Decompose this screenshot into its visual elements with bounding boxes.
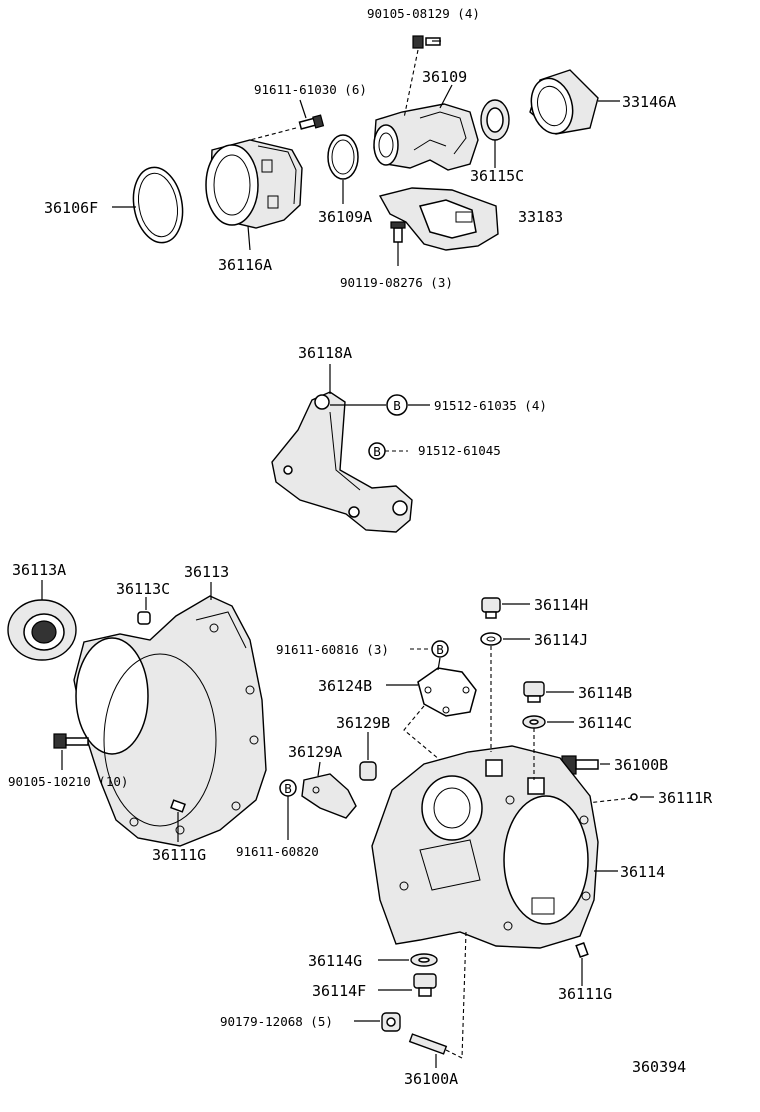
transfer-case-36114 (371, 745, 599, 949)
bolt-90105-08129 (412, 35, 441, 49)
stud-36100A (408, 1033, 448, 1055)
label-90105-08129: 90105-08129 (4) (367, 6, 480, 21)
label-36113: 36113 (184, 563, 229, 581)
transfer-case-36113 (73, 595, 267, 847)
label-36114J: 36114J (534, 631, 588, 649)
label-36109: 36109 (422, 68, 467, 86)
label-36100A: 36100A (404, 1070, 458, 1088)
svg-text:B: B (436, 642, 444, 657)
label-36111R: 36111R (658, 789, 713, 807)
bolt-90119-08276 (390, 221, 406, 243)
b-marker-4: B (279, 779, 297, 797)
mount-bracket-33183 (378, 187, 499, 251)
svg-text:B: B (284, 781, 292, 796)
dust-cover-33146A (529, 69, 599, 135)
label-91512-61045: 91512-61045 (418, 443, 501, 458)
label-36114: 36114 (620, 863, 665, 881)
washer-36114J (480, 632, 502, 646)
svg-text:B: B (393, 398, 401, 413)
plug-36129B (359, 761, 377, 781)
adapter-housing-36116A (205, 139, 303, 229)
label-36116A: 36116A (218, 256, 272, 274)
label-91611-61030: 91611-61030 (6) (254, 82, 367, 97)
label-36114H: 36114H (534, 596, 588, 614)
label-36114G: 36114G (308, 952, 362, 970)
bolt-91611-61030 (298, 114, 325, 130)
plug-36113C (137, 611, 151, 625)
diagram-id: 360394 (632, 1058, 686, 1076)
label-36115C: 36115C (470, 167, 524, 185)
plug-36114F (413, 973, 437, 997)
label-33183: 33183 (518, 208, 563, 226)
plug-36114H (481, 597, 501, 619)
gasket-ring-36106F (132, 166, 184, 244)
label-36100B: 36100B (614, 756, 668, 774)
bolt-90105-10210 (53, 733, 89, 749)
label-90119-08276: 90119-08276 (3) (340, 275, 453, 290)
label-36113A: 36113A (12, 561, 66, 579)
label-36113C: 36113C (116, 580, 170, 598)
b-marker-3: B (431, 640, 449, 658)
label-36129B: 36129B (336, 714, 390, 732)
nut-90179-12068 (381, 1012, 401, 1032)
b-marker-2: B (368, 442, 386, 460)
label-36114C: 36114C (578, 714, 632, 732)
label-36124B: 36124B (318, 677, 372, 695)
label-36114F: 36114F (312, 982, 366, 1000)
label-36118A: 36118A (298, 344, 352, 362)
label-36111G-right: 36111G (558, 985, 612, 1003)
pin-36111G-left (170, 799, 186, 813)
cover-36124B (417, 667, 477, 717)
label-36109A: 36109A (318, 208, 372, 226)
label-36129A: 36129A (288, 743, 342, 761)
label-90179-12068: 90179-12068 (5) (220, 1014, 333, 1029)
washer-36114C (522, 715, 546, 729)
label-91512-61035: 91512-61035 (4) (434, 398, 547, 413)
label-36114B: 36114B (578, 684, 632, 702)
ball-36111R (630, 793, 638, 801)
label-90105-10210: 90105-10210 (10) (8, 774, 128, 789)
label-91611-60816: 91611-60816 (3) (276, 642, 389, 657)
bearing-36113A (7, 599, 77, 661)
plug-36114B (523, 681, 545, 703)
washer-36114G (410, 953, 438, 967)
label-36106F: 36106F (44, 199, 98, 217)
bracket-36118A (271, 391, 413, 533)
clip-36129A (301, 773, 357, 819)
label-36111G-left: 36111G (152, 846, 206, 864)
label-91611-60820: 91611-60820 (236, 844, 319, 859)
extension-housing-36109 (373, 103, 479, 171)
oil-seal-36115C (480, 99, 510, 141)
b-marker-1: B (386, 394, 408, 416)
label-33146A: 33146A (622, 93, 676, 111)
o-ring-36109A (327, 134, 359, 180)
svg-text:B: B (373, 444, 381, 459)
pin-36111G-right (575, 942, 589, 958)
